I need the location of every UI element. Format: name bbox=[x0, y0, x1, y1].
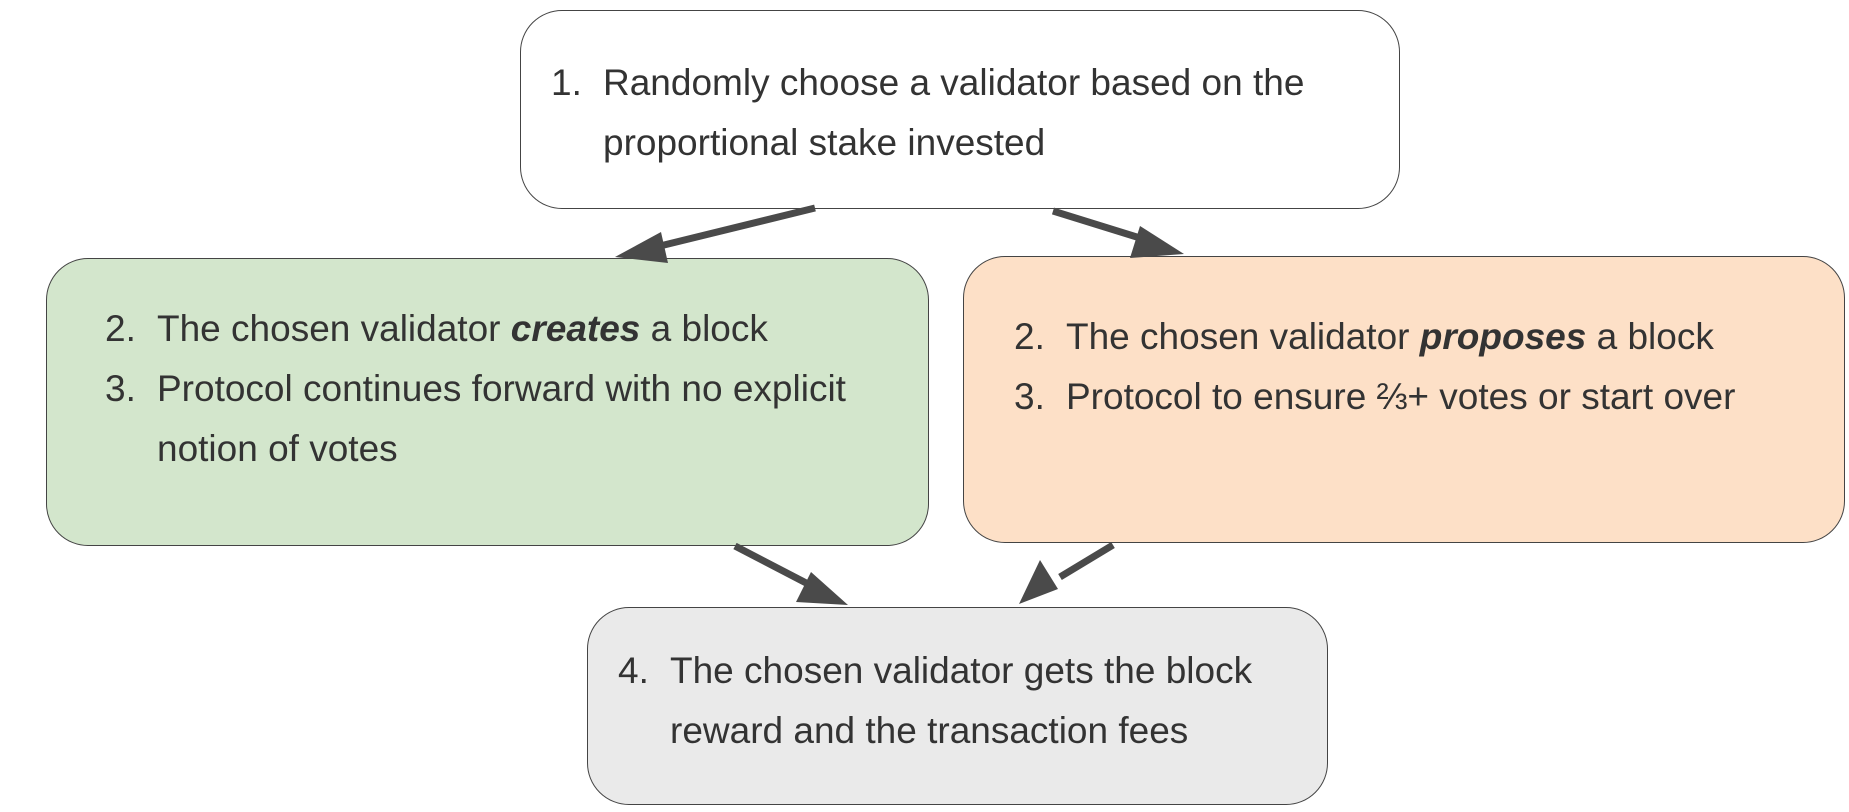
step-text-before: The chosen validator bbox=[157, 308, 511, 349]
step-create-block-box: 2. The chosen validator creates a block … bbox=[46, 258, 929, 546]
step-text: The chosen validator gets the block rewa… bbox=[670, 650, 1253, 751]
arrow-select-to-create bbox=[615, 204, 816, 263]
arrow-head bbox=[1130, 226, 1184, 258]
step-2-item: 2. The chosen validator creates a block bbox=[105, 299, 905, 359]
step-list: 4. The chosen validator gets the block r… bbox=[618, 641, 1308, 761]
step-number: 3. bbox=[105, 368, 136, 409]
step-propose-block-box: 2. The chosen validator proposes a block… bbox=[963, 256, 1845, 543]
step-text: Randomly choose a validator based on the… bbox=[603, 62, 1305, 163]
step-list: 2. The chosen validator proposes a block… bbox=[1014, 307, 1824, 427]
arrow-head bbox=[796, 572, 848, 605]
step-text-after: a block bbox=[1586, 316, 1714, 357]
step-text-emphasis: proposes bbox=[1419, 316, 1587, 357]
step-text: Protocol to ensure ⅔+ votes or start ove… bbox=[1066, 376, 1736, 417]
step-1-item: 1. Randomly choose a validator based on … bbox=[551, 53, 1381, 173]
step-number: 1. bbox=[551, 62, 582, 103]
step-text-before: The chosen validator bbox=[1066, 316, 1420, 357]
arrow-propose-to-reward bbox=[1019, 542, 1115, 604]
arrow-shaft bbox=[733, 542, 812, 589]
step-3-item: 3. Protocol continues forward with no ex… bbox=[105, 359, 905, 479]
step-select-validator-box: 1. Randomly choose a validator based on … bbox=[520, 10, 1400, 209]
arrow-head bbox=[1019, 560, 1058, 604]
step-number: 2. bbox=[105, 308, 136, 349]
arrow-shaft bbox=[1058, 542, 1115, 580]
arrow-shaft bbox=[659, 204, 816, 250]
step-4-item: 4. The chosen validator gets the block r… bbox=[618, 641, 1308, 761]
step-number: 4. bbox=[618, 650, 649, 691]
step-text-after: a block bbox=[640, 308, 768, 349]
arrow-shaft bbox=[1051, 207, 1142, 242]
step-number: 2. bbox=[1014, 316, 1045, 357]
step-text-emphasis: creates bbox=[510, 308, 641, 349]
step-text: The chosen validator creates a block bbox=[157, 299, 905, 359]
step-text: Protocol continues forward with no expli… bbox=[157, 368, 846, 469]
step-text: The chosen validator proposes a block bbox=[1066, 307, 1824, 367]
step-3-item: 3. Protocol to ensure ⅔+ votes or start … bbox=[1014, 367, 1824, 427]
step-2-item: 2. The chosen validator proposes a block bbox=[1014, 307, 1824, 367]
step-list: 1. Randomly choose a validator based on … bbox=[551, 53, 1381, 173]
arrow-create-to-reward bbox=[733, 542, 848, 605]
arrow-select-to-propose bbox=[1051, 207, 1184, 258]
step-reward-box: 4. The chosen validator gets the block r… bbox=[587, 607, 1328, 805]
step-list: 2. The chosen validator creates a block … bbox=[105, 299, 905, 479]
step-number: 3. bbox=[1014, 376, 1045, 417]
